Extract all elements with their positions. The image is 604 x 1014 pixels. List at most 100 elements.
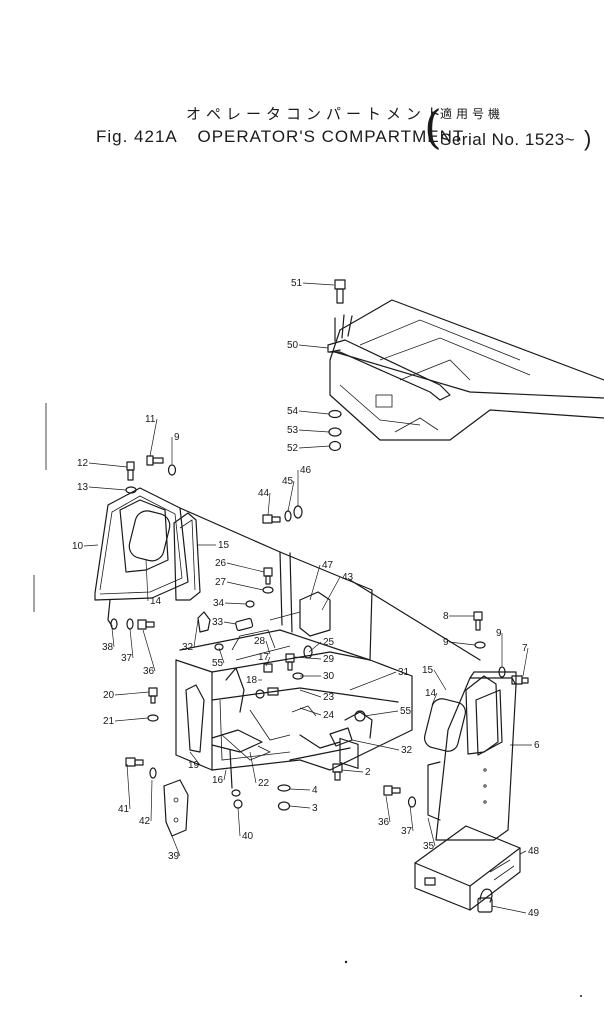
callout-9: 9 [496,628,502,639]
bolt-8 [473,611,483,621]
serial-bracket-left: ( [424,100,442,154]
part-32 [197,611,211,633]
callout-13: 13 [77,482,89,493]
plate-40 [163,779,189,837]
bolt-44 [262,514,273,524]
leader-line-38 [111,627,115,648]
washer-54 [328,409,342,419]
part-33 [235,617,254,632]
callout-21: 21 [103,716,115,727]
callout-15: 15 [422,665,434,676]
leader-line-14 [145,559,149,602]
leader-line-12 [88,462,128,468]
callout-31: 31 [398,667,410,678]
leader-line-13 [88,486,127,491]
washer-4 [277,784,291,792]
lever-16 [225,667,245,713]
bolt-11 [146,455,164,466]
callout-43: 43 [342,572,354,583]
callout-55: 55 [400,706,412,717]
washer-27 [262,586,274,594]
callout-38: 38 [102,642,114,653]
callout-24: 24 [323,710,335,721]
callout-51: 51 [291,278,303,289]
leader-line-25 [308,641,322,653]
leader-line-36 [385,795,391,823]
bracket-47 [299,591,331,637]
callout-6: 6 [534,740,540,751]
callout-10: 10 [72,541,84,552]
speck [580,995,582,997]
leader-line-55 [363,710,399,717]
callout-33: 33 [212,617,224,628]
machine-body-upper [329,299,604,441]
leader-line-39 [171,835,181,857]
callout-48: 48 [528,846,540,857]
leader-line-36 [142,629,156,672]
nut-52 [328,440,342,452]
leader-line-2 [341,769,364,773]
padlock-49 [477,888,493,913]
callout-47: 47 [322,560,334,571]
washer-21 [147,714,159,722]
leader-line-32 [193,619,199,648]
part-34 [245,600,255,608]
leader-line-19 [189,751,201,766]
callout-3: 3 [312,803,318,814]
leader-line-16 [223,769,227,781]
callout-29: 29 [323,654,335,665]
part-32-lower [329,727,353,747]
speck [344,960,348,964]
callout-32: 32 [401,745,413,756]
bolt-51 [334,279,346,304]
callout-37: 37 [401,826,413,837]
washer-37-right [407,796,417,808]
callout-28: 28 [254,636,266,647]
leader-line-53 [298,429,330,433]
leader-line-44 [267,492,271,516]
leader-line-15 [433,669,447,691]
leader-line-47 [309,564,321,601]
leader-line-35 [427,817,436,847]
right-door-assembly [423,671,517,841]
leader-line-7 [522,647,529,677]
leader-line-49 [491,905,527,914]
nut-46 [293,505,303,519]
callout-11: 11 [145,414,156,425]
callout-7: 7 [522,643,528,654]
callout-32: 32 [182,642,194,653]
right-door-window-14 [423,698,467,752]
leader-line-48 [519,850,527,855]
window-seal-15 [173,512,201,601]
bolt-20 [148,687,158,697]
leader-line-21 [114,717,149,722]
callout-37: 37 [121,653,133,664]
leader-line-37 [129,628,134,659]
callout-36: 36 [378,817,390,828]
leader-line-10 [83,544,99,547]
leader-line-55 [218,647,225,664]
leader-lines [83,282,532,914]
leader-line-4 [289,788,311,791]
leader-line-26 [226,562,265,573]
callout-49: 49 [528,908,540,919]
leader-line-14 [431,692,438,706]
leader-line-3 [289,805,311,809]
leader-line-32 [351,739,400,751]
leader-line-29 [293,656,322,660]
floor-22 [211,729,263,753]
washer-37 [126,618,134,630]
leader-line-23 [299,689,322,698]
leader-line-51 [302,282,335,286]
washer-53 [328,427,342,437]
serial-japanese: 適用号機 [440,107,505,121]
callout-2: 2 [365,767,371,778]
part-50-rail [327,314,451,401]
callout-8: 8 [443,611,449,622]
callout-labels: 5150545352119121310141538373644454626273… [72,278,540,919]
callout-15: 15 [218,540,230,551]
callout-46: 46 [300,465,312,476]
washer-9-right-b [498,666,506,678]
serial-english: Serial No. 1523~ [440,130,576,149]
callout-4: 4 [312,785,318,796]
